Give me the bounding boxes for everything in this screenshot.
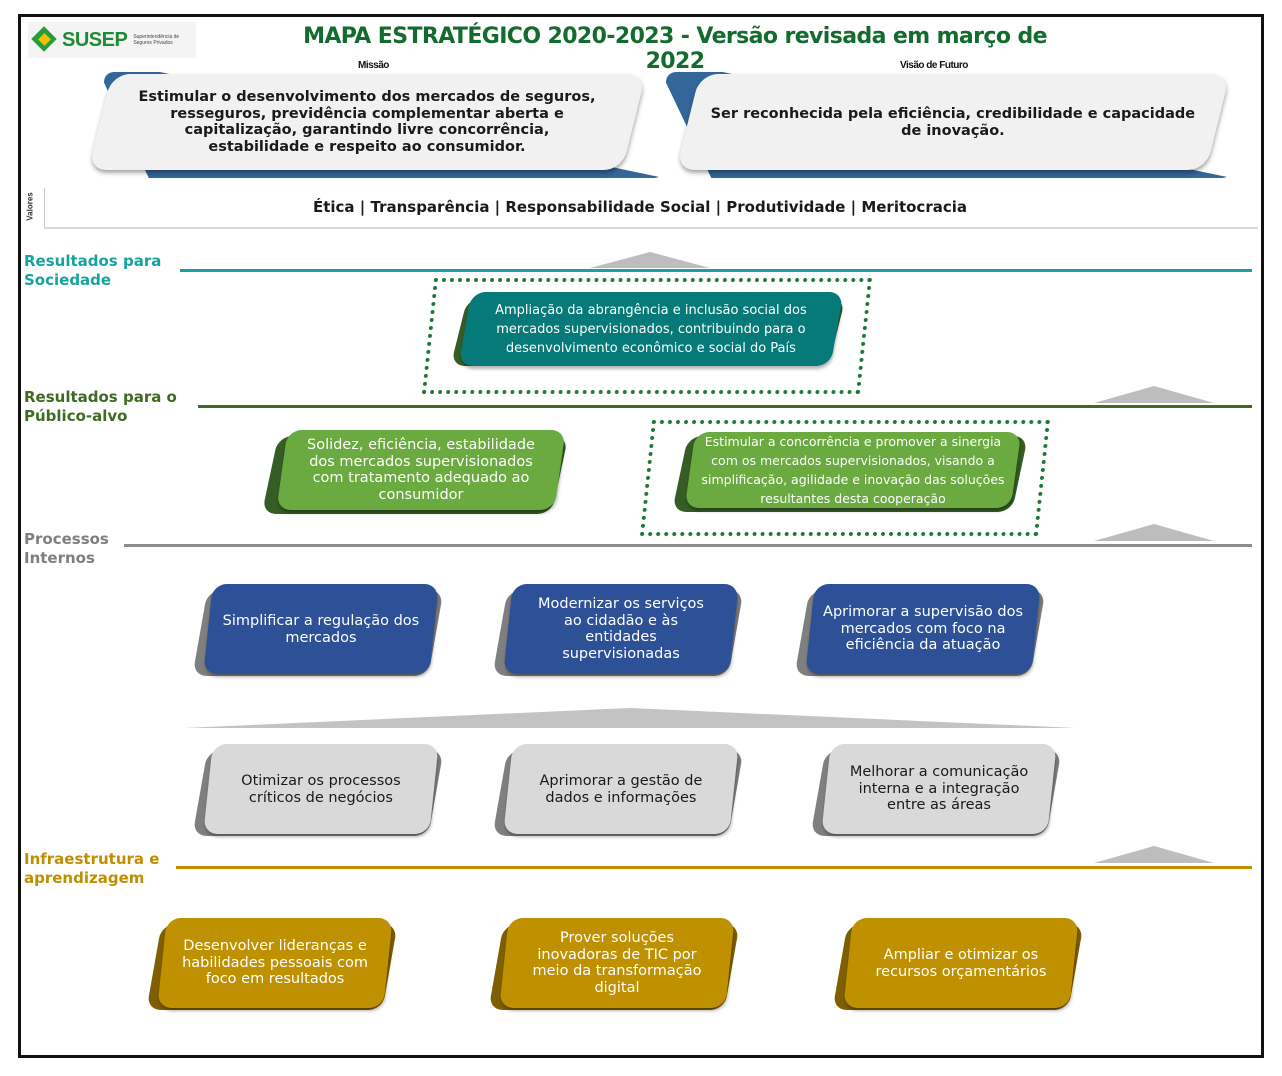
objective-card[interactable]: Modernizar os serviços ao cidadão e às e… — [492, 584, 744, 680]
perspective-infra-rule — [176, 866, 1252, 869]
susep-logo-icon — [31, 26, 58, 53]
up-arrow-icon — [590, 252, 710, 268]
objective-card[interactable]: Ampliar e otimizar os recursos orçamentá… — [832, 918, 1084, 1014]
objective-card[interactable]: Melhorar a comunicação interna e a integ… — [810, 744, 1062, 840]
values-divider — [44, 227, 1258, 229]
objective-card[interactable]: Aprimorar a supervisão dos mercados com … — [794, 584, 1046, 680]
perspective-society-rule — [180, 269, 1252, 272]
objective-card[interactable]: Solidez, eficiência, estabilidade dos me… — [261, 428, 569, 518]
vision-text: Ser reconhecida pela eficiência, credibi… — [710, 105, 1196, 139]
up-arrow-icon — [1094, 524, 1214, 541]
mission-banner: Estimular o desenvolvimento dos mercados… — [88, 70, 666, 182]
mission-label: Missão — [358, 60, 389, 71]
values-label: Valores — [25, 192, 35, 221]
perspective-processes-label: Processos Internos — [24, 530, 109, 567]
objective-card[interactable]: Aprimorar a gestão de dados e informaçõe… — [492, 744, 744, 840]
page-title: MAPA ESTRATÉGICO 2020-2023 - Versão revi… — [303, 24, 1047, 74]
susep-logo: SUSEP Superintendência de Seguros Privad… — [28, 22, 196, 58]
objective-card[interactable]: Desenvolver lideranças e habilidades pes… — [146, 918, 398, 1014]
values-tab: Valores — [22, 188, 45, 228]
perspective-infra-label: Infraestrutura e aprendizagem — [24, 850, 160, 887]
logo-text: SUSEP — [62, 28, 128, 51]
values-text: Ética | Transparência | Responsabilidade… — [312, 198, 968, 216]
vision-label: Visão de Futuro — [900, 60, 968, 71]
objective-card[interactable]: Prover soluções inovadoras de TIC por me… — [488, 918, 740, 1014]
objective-card[interactable]: Otimizar os processos críticos de negóci… — [192, 744, 444, 840]
mission-text: Estimular o desenvolvimento dos mercados… — [138, 89, 596, 155]
objective-card[interactable]: Ampliação da abrangência e inclusão soci… — [450, 292, 846, 372]
perspective-public-label: Resultados para o Público-alvo — [24, 388, 177, 425]
up-arrow-icon — [1094, 846, 1214, 863]
vision-banner: Ser reconhecida pela eficiência, credibi… — [664, 70, 1236, 182]
objective-card[interactable]: Simplificar a regulação dos mercados — [192, 584, 444, 680]
logo-subtitle: Superintendência de Seguros Privados — [133, 34, 180, 46]
objective-card[interactable]: Estimular a concorrência e promover a si… — [671, 432, 1029, 516]
perspective-public-rule — [198, 405, 1252, 408]
up-arrow-icon — [1094, 386, 1214, 403]
strategic-map-frame — [18, 14, 1264, 1058]
perspective-society-label: Resultados para Sociedade — [24, 252, 162, 289]
perspective-processes-rule — [124, 544, 1252, 547]
